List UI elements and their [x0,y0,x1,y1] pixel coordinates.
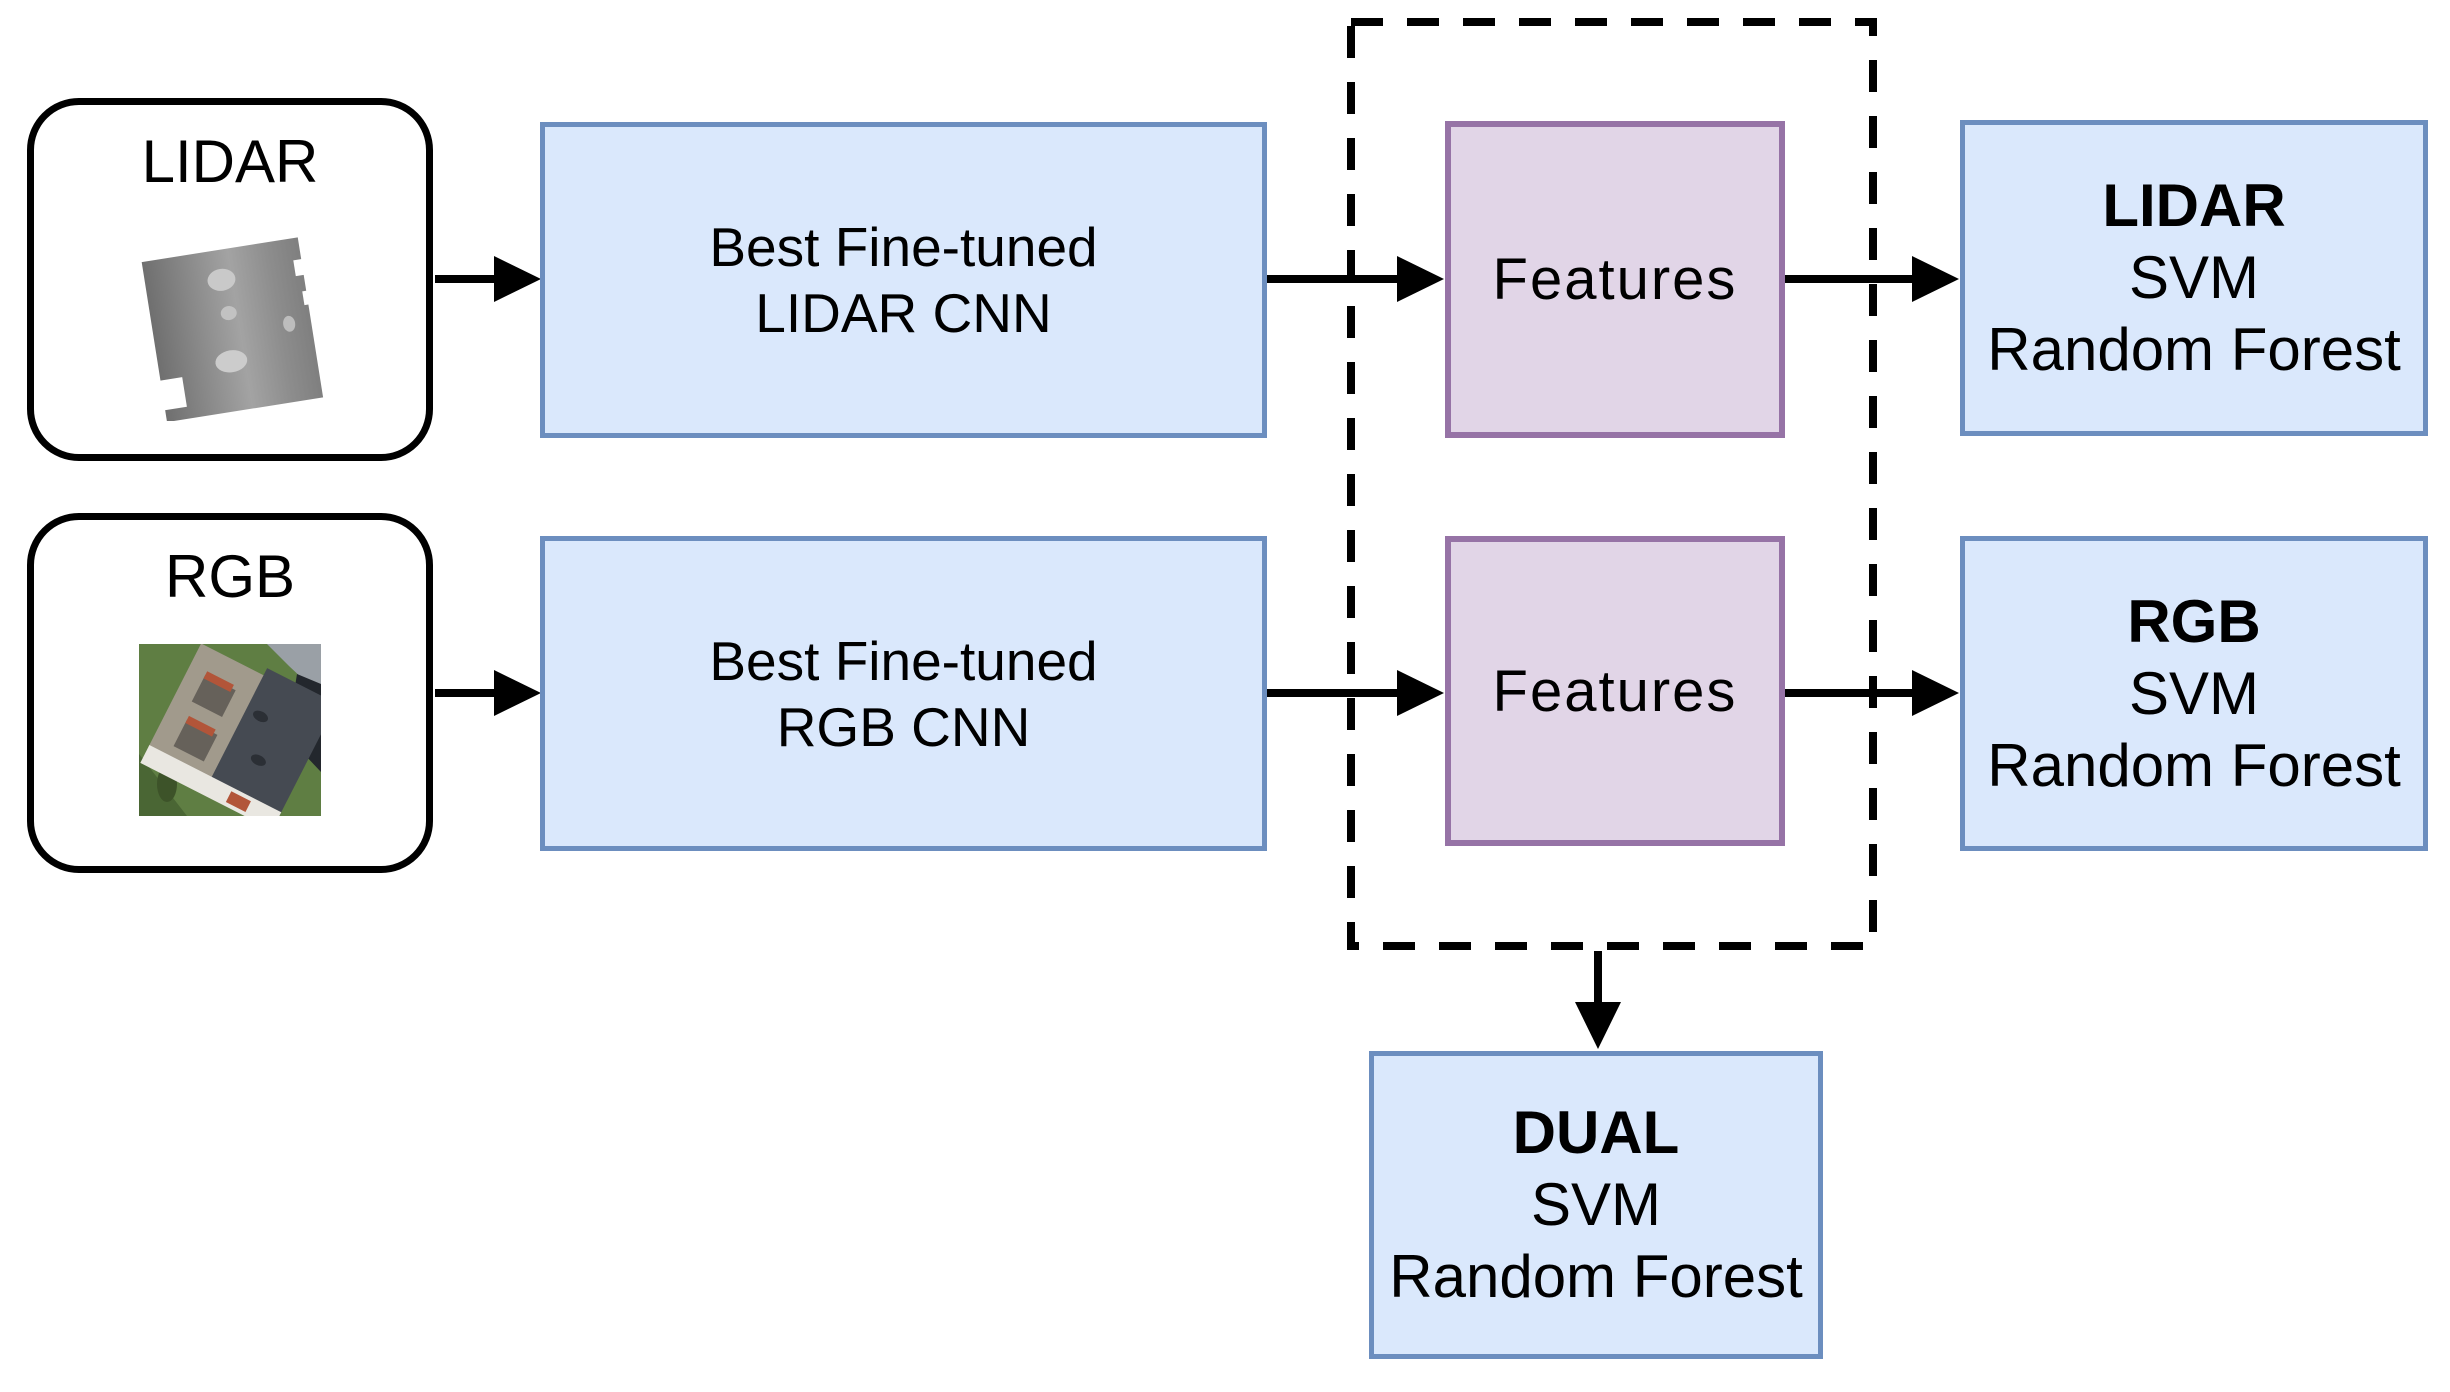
input-node-rgb: RGB [27,513,433,873]
classifier-node-lidar-rf: Random Forest [1987,316,2401,383]
input-node-lidar: LIDAR [27,98,433,461]
lidar-thumbnail-image [141,237,324,421]
classifier-node-dual-rf: Random Forest [1389,1243,1803,1310]
process-node-rgb-cnn-label: Best Fine-tuned RGB CNN [709,629,1098,758]
classifier-node-lidar-svm: SVM [2128,244,2260,311]
arrow-lidar-to-cnn [435,256,541,302]
classifier-node-dual: DUAL SVM Random Forest [1369,1051,1823,1359]
arrow-rgb-to-cnn [435,670,541,716]
feature-node-rgb: Features [1445,536,1785,846]
arrow-features-to-clf-lidar [1785,256,1959,302]
classifier-node-lidar: LIDAR SVM Random Forest [1960,120,2428,436]
arrow-features-to-clf-rgb [1785,670,1959,716]
classifier-node-rgb-svm: SVM [2128,659,2260,727]
feature-node-lidar: Features [1445,121,1785,438]
input-label-rgb: RGB [164,543,296,610]
classifier-node-rgb-rf: Random Forest [1987,731,2401,799]
arrow-cnn-to-features-rgb [1267,670,1444,716]
classifier-node-dual-svm: SVM [1530,1171,1662,1238]
feature-node-rgb-label: Features [1492,658,1738,724]
rgb-thumbnail-image [139,644,321,816]
process-node-lidar-cnn: Best Fine-tuned LIDAR CNN [540,122,1267,438]
arrow-cnn-to-features-lidar [1267,256,1444,302]
classifier-node-lidar-title: LIDAR [2102,172,2286,239]
feature-node-lidar-label: Features [1492,247,1738,312]
classifier-node-dual-title: DUAL [1512,1099,1680,1166]
classifier-node-rgb-title: RGB [2127,587,2261,655]
process-node-lidar-cnn-label: Best Fine-tuned LIDAR CNN [709,216,1098,344]
arrow-features-group-to-dual [1575,951,1621,1049]
classifier-node-rgb: RGB SVM Random Forest [1960,536,2428,851]
input-label-lidar: LIDAR [141,128,319,195]
process-node-rgb-cnn: Best Fine-tuned RGB CNN [540,536,1267,851]
